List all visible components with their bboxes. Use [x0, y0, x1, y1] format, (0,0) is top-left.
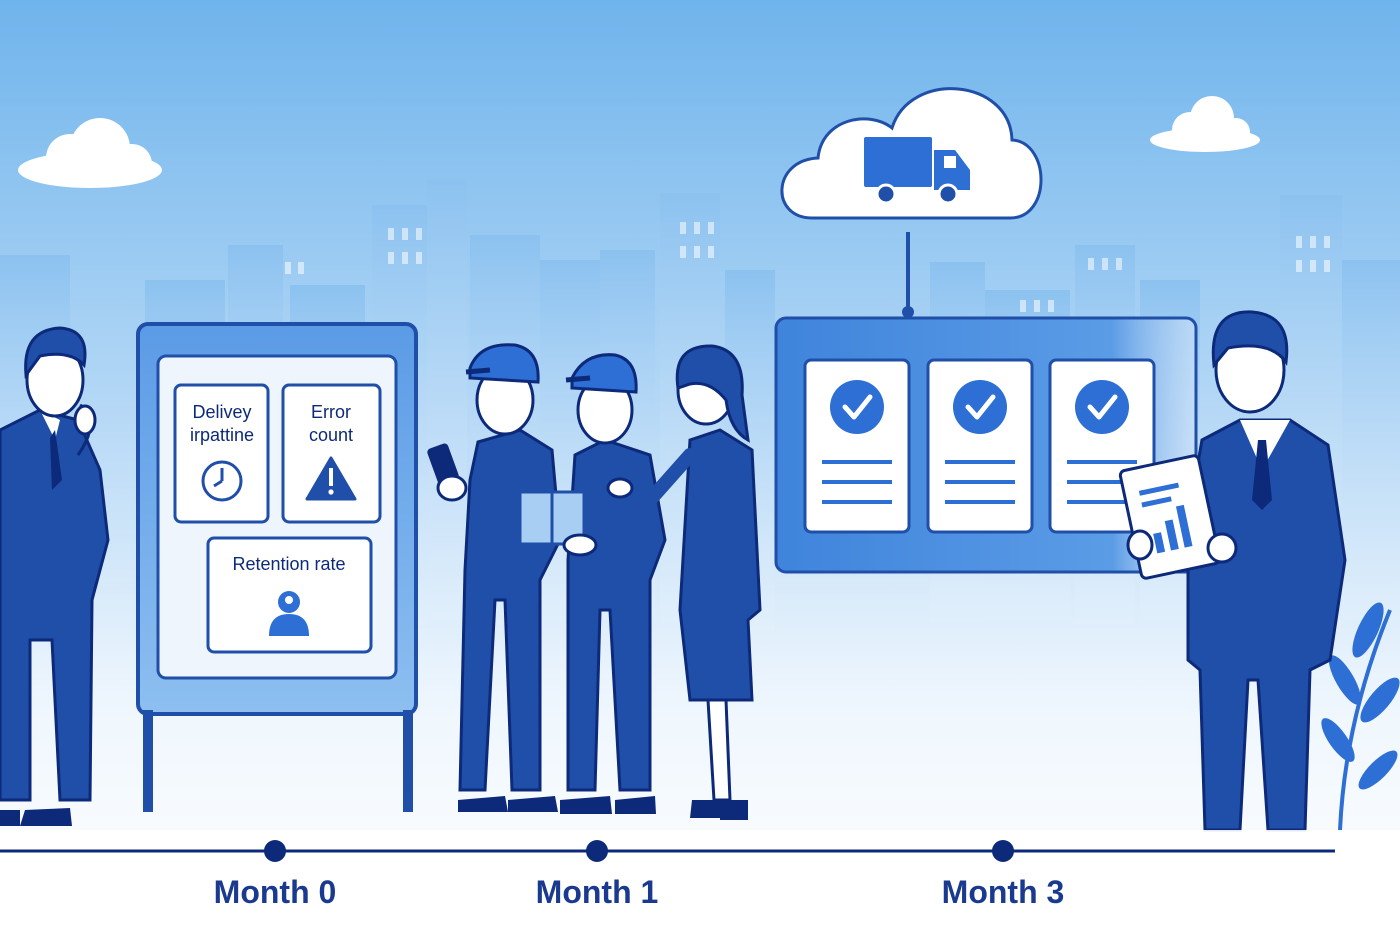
check-card-1 — [803, 358, 911, 534]
ground — [0, 830, 1400, 933]
card1-line1: Delivey — [192, 402, 251, 422]
metric-card-retention: Retention rate — [206, 536, 373, 654]
timeline-marker-month1 — [586, 840, 608, 862]
clock-icon — [201, 460, 243, 502]
timeline-label-month1: Month 1 — [536, 874, 659, 910]
card1-line2: irpattine — [190, 425, 254, 445]
check-circle-icon — [830, 380, 884, 434]
check-card-2 — [926, 358, 1034, 534]
person-manager-tablet — [1118, 310, 1347, 832]
truck-icon — [864, 137, 970, 205]
timeline-marker-month0 — [264, 840, 286, 862]
metric-card-delivery: Delivey irpattine — [173, 383, 270, 524]
cloud-right — [1150, 96, 1260, 152]
person-thinking-manager — [0, 326, 110, 826]
warning-icon — [305, 456, 357, 501]
building-windows — [285, 222, 1330, 312]
person-icon — [269, 591, 309, 636]
person-woman-pointing — [603, 344, 762, 820]
timeline-marker-month3 — [992, 840, 1014, 862]
bar-chart-icon — [1138, 482, 1193, 554]
cloud-left — [18, 118, 162, 188]
card2-line1: Error — [311, 402, 351, 422]
card2-line2: count — [309, 425, 353, 445]
cloud-truck — [780, 87, 1043, 318]
timeline-label-month3: Month 3 — [942, 874, 1065, 910]
metrics-board: Delivey irpattine Error count Retention … — [136, 322, 418, 812]
check-circle-icon — [953, 380, 1007, 434]
timeline: Month 0 Month 1 Month 3 — [0, 840, 1335, 910]
person-worker-box — [518, 353, 667, 814]
check-circle-icon — [1075, 380, 1129, 434]
card3-label: Retention rate — [232, 554, 345, 574]
timeline-label-month0: Month 0 — [214, 874, 337, 910]
plant-decoration — [1321, 602, 1400, 831]
metric-card-errors: Error count — [281, 383, 382, 524]
